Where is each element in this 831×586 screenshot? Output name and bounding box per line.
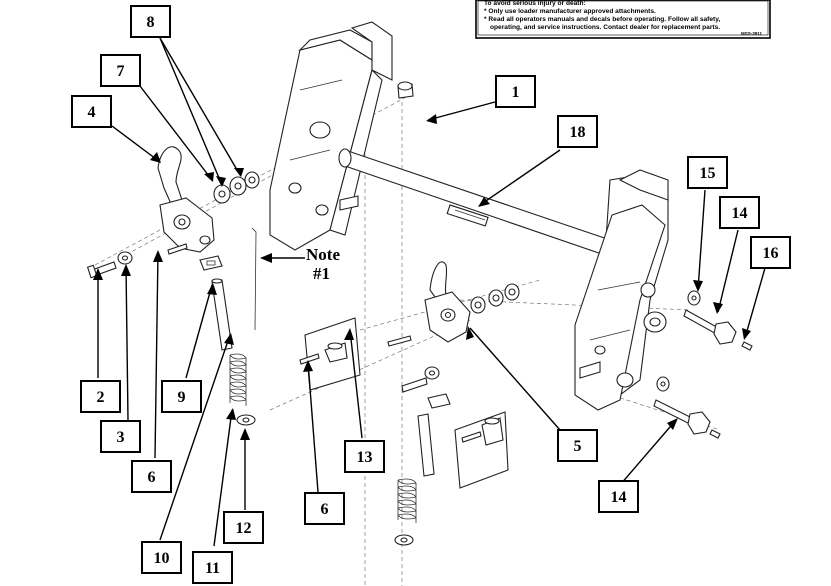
callout-7: 7 bbox=[100, 54, 141, 87]
callout-1: 1 bbox=[495, 75, 536, 108]
svg-text:3: 3 bbox=[117, 429, 125, 446]
svg-text:16: 16 bbox=[763, 245, 779, 262]
warning-decal: To avoid serious injury or death: * Only… bbox=[475, 0, 771, 39]
svg-text:1: 1 bbox=[512, 84, 520, 101]
callout-12: 12 bbox=[223, 511, 264, 544]
callout-10: 10 bbox=[141, 541, 182, 574]
svg-text:6: 6 bbox=[148, 469, 156, 486]
svg-text:15: 15 bbox=[700, 165, 716, 182]
warning-code: MSS-3911 bbox=[741, 31, 763, 36]
svg-text:4: 4 bbox=[88, 104, 96, 121]
left-mounting-plate bbox=[269, 21, 414, 251]
svg-text:7: 7 bbox=[117, 63, 125, 80]
warning-line-3: * Read all operators manuals and decals … bbox=[484, 16, 720, 23]
note-line-1: Note bbox=[306, 245, 340, 264]
callout-14-top: 14 bbox=[719, 196, 760, 229]
callout-15: 15 bbox=[687, 156, 728, 189]
callout-18: 18 bbox=[557, 115, 598, 148]
callout-8: 8 bbox=[130, 5, 171, 38]
svg-text:2: 2 bbox=[97, 389, 105, 406]
svg-text:14: 14 bbox=[611, 489, 627, 506]
callout-3: 3 bbox=[100, 420, 141, 453]
note-line-2: #1 bbox=[313, 264, 330, 283]
arrow-heads bbox=[93, 114, 751, 440]
callout-5: 5 bbox=[557, 429, 598, 462]
leader-lines bbox=[97, 37, 766, 547]
callout-2: 2 bbox=[80, 380, 121, 413]
svg-text:5: 5 bbox=[574, 438, 582, 455]
svg-text:13: 13 bbox=[357, 449, 373, 466]
svg-text:10: 10 bbox=[154, 550, 170, 567]
callout-boxes: 8 7 4 1 18 15 14 16 bbox=[71, 5, 791, 584]
right-latch-assembly bbox=[387, 261, 520, 546]
callout-9: 9 bbox=[161, 380, 202, 413]
callout-6-left: 6 bbox=[131, 460, 172, 493]
callout-11: 11 bbox=[192, 551, 233, 584]
right-mounting-plate bbox=[574, 169, 669, 411]
warning-line-1: To avoid serious injury or death: bbox=[484, 0, 586, 7]
svg-text:8: 8 bbox=[147, 14, 155, 31]
right-fasteners bbox=[653, 290, 753, 439]
svg-text:14: 14 bbox=[732, 205, 748, 222]
warning-line-4: operating, and service instructions. Con… bbox=[490, 24, 720, 31]
svg-text:18: 18 bbox=[570, 124, 586, 141]
svg-text:11: 11 bbox=[205, 560, 220, 577]
svg-text:12: 12 bbox=[236, 520, 252, 537]
callout-6-center: 6 bbox=[304, 492, 345, 525]
callout-13: 13 bbox=[344, 440, 385, 473]
note-label: Note #1 bbox=[306, 245, 340, 283]
callout-4: 4 bbox=[71, 95, 112, 128]
svg-text:9: 9 bbox=[178, 389, 186, 406]
warning-line-2: * Only use loader manufacturer approved … bbox=[484, 8, 656, 15]
callout-14-bottom: 14 bbox=[598, 480, 639, 513]
svg-text:6: 6 bbox=[321, 501, 329, 518]
callout-16: 16 bbox=[750, 236, 791, 269]
